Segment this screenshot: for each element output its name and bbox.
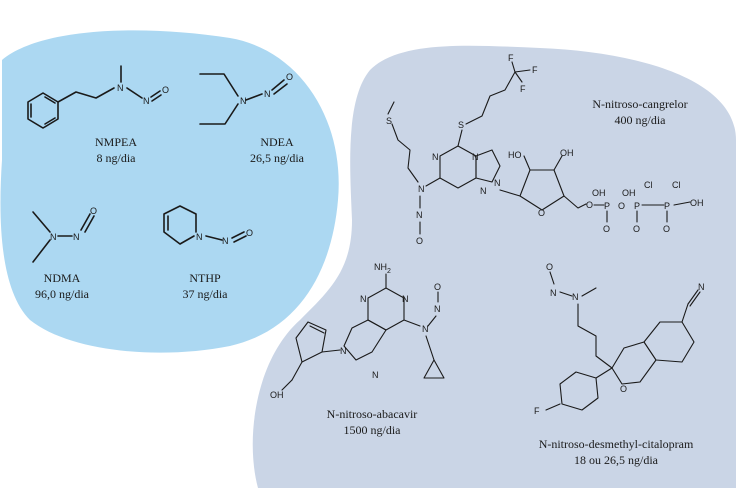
atom-n: N: [372, 370, 379, 380]
nmpea-name: NMPEA: [95, 135, 137, 149]
nthp-name: NTHP: [189, 271, 221, 285]
atom-o: O: [663, 224, 670, 234]
atom-n: N: [494, 178, 501, 188]
atom-n: N: [264, 89, 271, 99]
atom-n: N: [472, 152, 479, 162]
nthp-structure: N N O: [163, 205, 253, 246]
atom-f: F: [532, 65, 538, 75]
abacavir-structure: NH 2 N N N N OH N N O: [270, 262, 445, 400]
atom-o: O: [246, 228, 253, 238]
atom-n: N: [550, 288, 557, 298]
atom-o: O: [416, 236, 423, 246]
atom-f: F: [520, 84, 526, 94]
atom-n: N: [360, 294, 367, 304]
cangrelor-name: N-nitroso-cangrelor: [592, 97, 687, 111]
atom-p: P: [634, 201, 640, 211]
ndma-name: NDMA: [44, 271, 81, 285]
atom-cl: Cl: [672, 180, 681, 190]
ndma-structure: N N O: [32, 206, 97, 263]
atom-o: O: [90, 206, 97, 216]
ndea-structure: N N O: [199, 72, 293, 125]
atom-n: N: [418, 184, 425, 194]
atom-f: F: [508, 53, 514, 63]
atom-oh: OH: [592, 188, 606, 198]
atom-n: N: [143, 96, 150, 106]
atom-nh2: NH: [374, 262, 387, 272]
atom-s: S: [458, 120, 464, 130]
atom-o: O: [620, 384, 627, 394]
atom-n: N: [50, 232, 57, 242]
atom-cl: Cl: [644, 180, 653, 190]
atom-o: O: [586, 200, 593, 210]
atom-n: N: [480, 186, 487, 196]
atom-p: P: [604, 201, 610, 211]
atom-o: O: [633, 224, 640, 234]
atom-f: F: [534, 406, 540, 416]
atom-oh: OH: [622, 188, 636, 198]
atom-oh: OH: [270, 390, 284, 400]
atom-o: O: [162, 85, 169, 95]
atom-n: N: [196, 232, 203, 242]
atom-n: N: [73, 232, 80, 242]
atom-o: O: [538, 208, 545, 218]
atom-o: O: [603, 224, 610, 234]
abacavir-limit: 1500 ng/dia: [344, 423, 402, 437]
atom-n: N: [432, 152, 439, 162]
atom-s: S: [386, 116, 392, 126]
citalopram-limit: 18 ou 26,5 ng/dia: [574, 453, 659, 467]
atom-n: N: [422, 324, 429, 334]
nthp-limit: 37 ng/dia: [183, 287, 229, 301]
atom-oh: OH: [690, 198, 704, 208]
atom-p: P: [664, 201, 670, 211]
atom-o: O: [546, 262, 553, 272]
atom-n: N: [402, 294, 409, 304]
atom-ho: HO: [508, 150, 522, 160]
atom-n: N: [117, 83, 124, 93]
ndma-limit: 96,0 ng/dia: [35, 287, 90, 301]
atom-n: N: [222, 236, 229, 246]
ndea-name: NDEA: [260, 135, 294, 149]
right-blob: [252, 45, 736, 488]
citalopram-name: N-nitroso-desmethyl-citalopram: [539, 437, 694, 451]
ndea-limit: 26,5 ng/dia: [250, 151, 305, 165]
left-blob: [0, 30, 339, 353]
nmpea-structure: N N O: [27, 65, 169, 129]
atom-n: N: [698, 282, 705, 292]
atom-o: O: [286, 72, 293, 82]
atom-n: N: [340, 346, 347, 356]
nmpea-limit: 8 ng/dia: [97, 151, 137, 165]
cangrelor-limit: 400 ng/dia: [615, 113, 667, 127]
cangrelor-structure: F F F S N N N N N S N O O HO OH O P O: [386, 53, 704, 246]
atom-n: N: [416, 210, 423, 220]
abacavir-name: N-nitroso-abacavir: [327, 407, 418, 421]
atom-o: O: [434, 282, 441, 292]
atom-n: N: [434, 304, 441, 314]
atom-o: O: [618, 201, 625, 211]
atom-oh: OH: [560, 148, 574, 158]
citalopram-structure: O N N O N F: [534, 262, 705, 416]
atom-n: N: [572, 292, 579, 302]
atom-n: N: [240, 96, 247, 106]
atom-h2-subscript: 2: [387, 268, 391, 275]
